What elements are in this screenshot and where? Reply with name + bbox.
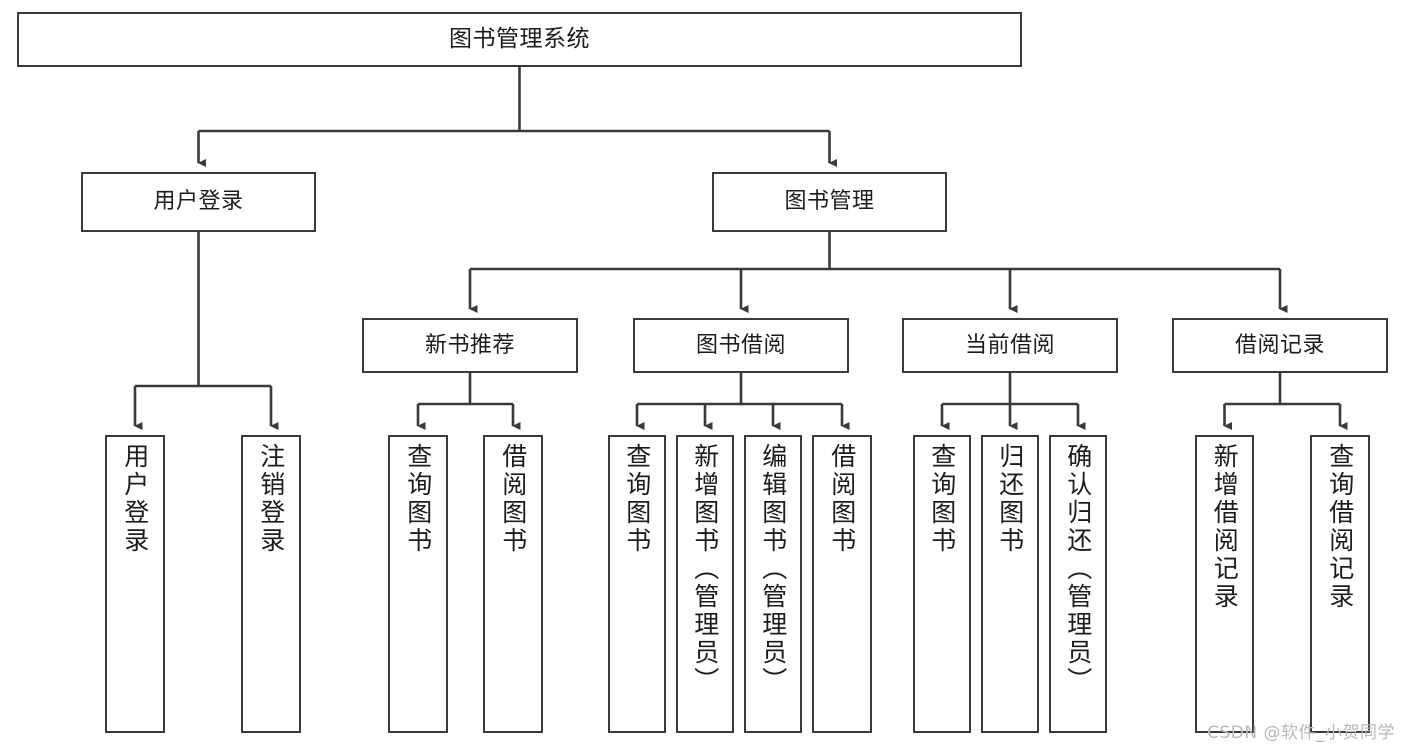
node-borrow-edit-book-admin[interactable]: 编辑图书（管理员） [744, 435, 802, 733]
node-recommend-query-book[interactable]: 查询图书 [388, 435, 448, 733]
node-label: 新增借阅记录 [1210, 443, 1240, 611]
node-label: 借阅记录 [1234, 332, 1325, 358]
node-user-login[interactable]: 用户登录 [81, 172, 316, 232]
node-label: 图书借阅 [695, 332, 786, 358]
csdn-watermark: CSDN @软件_小贺同学 [1207, 723, 1395, 743]
node-label: 图书管理 [784, 189, 875, 215]
node-book-management[interactable]: 图书管理 [712, 172, 947, 232]
node-user-logout[interactable]: 注销登录 [241, 435, 301, 733]
node-borrow-add-book-admin[interactable]: 新增图书（管理员） [676, 435, 734, 733]
node-current-return-book[interactable]: 归还图书 [981, 435, 1039, 733]
node-current-query-book[interactable]: 查询图书 [913, 435, 971, 733]
node-recommend-borrow-book[interactable]: 借阅图书 [483, 435, 543, 733]
node-records-add-record[interactable]: 新增借阅记录 [1195, 435, 1254, 733]
node-records-query-record[interactable]: 查询借阅记录 [1310, 435, 1370, 733]
node-new-book-recommend[interactable]: 新书推荐 [362, 318, 578, 373]
node-label: 归还图书 [995, 443, 1025, 555]
node-label: 注销登录 [256, 443, 286, 555]
node-label: 查询借阅记录 [1325, 443, 1355, 611]
node-borrow-records[interactable]: 借阅记录 [1172, 318, 1388, 373]
node-label: 编辑图书（管理员） [758, 443, 788, 695]
node-label: 借阅图书 [827, 443, 857, 555]
node-label: 图书管理系统 [449, 25, 590, 52]
node-label: 确认归还（管理员） [1063, 443, 1093, 695]
node-label: 借阅图书 [498, 443, 528, 555]
node-root[interactable]: 图书管理系统 [17, 12, 1022, 67]
node-book-borrow[interactable]: 图书借阅 [633, 318, 849, 373]
node-label: 用户登录 [120, 443, 150, 555]
node-label: 查询图书 [403, 443, 433, 555]
node-label: 用户登录 [153, 189, 244, 215]
node-user-login-do[interactable]: 用户登录 [105, 435, 165, 733]
node-label: 新书推荐 [424, 332, 515, 358]
node-label: 当前借阅 [964, 332, 1055, 358]
node-label: 查询图书 [927, 443, 957, 555]
node-current-confirm-return-admin[interactable]: 确认归还（管理员） [1049, 435, 1107, 733]
node-borrow-query-book[interactable]: 查询图书 [608, 435, 666, 733]
node-label: 查询图书 [622, 443, 652, 555]
node-current-borrow[interactable]: 当前借阅 [902, 318, 1118, 373]
node-borrow-borrow-book[interactable]: 借阅图书 [812, 435, 872, 733]
node-label: 新增图书（管理员） [690, 443, 720, 695]
